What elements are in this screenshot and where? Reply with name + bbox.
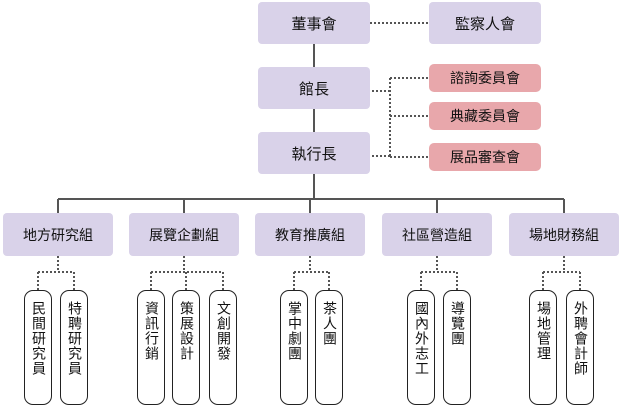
unit-label: 民間研究員 [30, 301, 46, 376]
committee-exhibit-review-label: 展品審查會 [450, 150, 520, 166]
unit-folk-researcher: 民間研究員 [24, 290, 52, 405]
dept-label: 展覽企劃組 [149, 227, 219, 244]
unit-label: 外聘會計師 [572, 301, 588, 376]
unit-puppet-troupe: 掌中劇團 [280, 290, 308, 405]
unit-label: 茶人團 [321, 301, 337, 346]
unit-guide-team: 導覽團 [443, 290, 471, 405]
unit-label: 資訊行銷 [143, 301, 159, 361]
unit-label: 掌中劇團 [286, 301, 302, 361]
unit-info-marketing: 資訊行銷 [137, 290, 165, 405]
unit-label: 文創開發 [215, 301, 231, 361]
board-box: 董事會 [258, 2, 370, 44]
dept-exhibition-planning: 展覽企劃組 [129, 213, 239, 256]
director-label: 館長 [298, 79, 329, 98]
executive-box: 執行長 [258, 132, 370, 174]
dept-label: 社區營造組 [402, 227, 472, 244]
unit-label: 特聘研究員 [66, 301, 82, 376]
dept-community: 社區營造組 [382, 213, 492, 256]
dept-local-research: 地方研究組 [3, 213, 113, 256]
supervisors-label: 監察人會 [454, 14, 515, 33]
committee-advisory-label: 諮詢委員會 [450, 71, 520, 87]
dept-label: 地方研究組 [23, 227, 93, 244]
unit-label: 策展設計 [178, 301, 194, 361]
unit-external-accountant: 外聘會計師 [566, 290, 594, 405]
dept-venue-finance: 場地財務組 [509, 213, 619, 256]
unit-volunteers: 國內外志工 [407, 290, 435, 405]
unit-special-researcher: 特聘研究員 [60, 290, 88, 405]
dept-label: 場地財務組 [529, 227, 599, 244]
unit-label: 導覽團 [449, 301, 465, 346]
committee-collection-label: 典藏委員會 [450, 109, 520, 125]
unit-creative-development: 文創開發 [209, 290, 237, 405]
committee-advisory-box: 諮詢委員會 [429, 64, 541, 92]
unit-venue-management: 場地管理 [529, 290, 557, 405]
dept-label: 教育推廣組 [275, 227, 345, 244]
director-box: 館長 [258, 67, 370, 109]
unit-label: 國內外志工 [413, 301, 429, 376]
unit-label: 場地管理 [535, 301, 551, 361]
executive-label: 執行長 [291, 144, 337, 163]
dept-education-outreach: 教育推廣組 [255, 213, 365, 256]
board-label: 董事會 [291, 14, 337, 33]
committee-exhibit-review-box: 展品審查會 [429, 143, 541, 171]
committee-collection-box: 典藏委員會 [429, 102, 541, 130]
unit-curation-design: 策展設計 [172, 290, 200, 405]
supervisors-box: 監察人會 [429, 2, 541, 44]
unit-tea-group: 茶人團 [315, 290, 343, 405]
